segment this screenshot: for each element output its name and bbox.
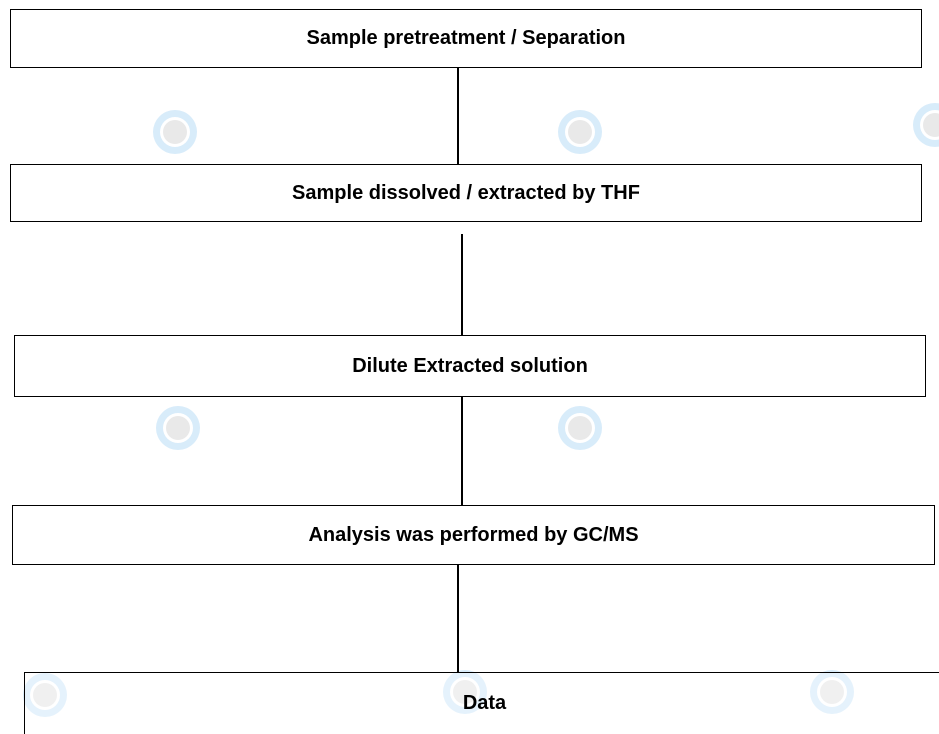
step-label: Data: [462, 692, 507, 714]
connector-line: [461, 234, 463, 335]
connector-line: [457, 68, 459, 164]
connector-line: [461, 397, 463, 505]
connector-line: [457, 565, 459, 672]
step-sample-pretreatment: Sample pretreatment / Separation: [10, 9, 922, 68]
step-dilute: Dilute Extracted solution: [14, 335, 926, 397]
step-dissolve-extract: Sample dissolved / extracted by THF: [10, 164, 922, 222]
watermark-logo: [913, 103, 939, 147]
step-label: Sample dissolved / extracted by THF: [292, 181, 640, 204]
step-analysis: Analysis was performed by GC/MS: [12, 505, 935, 565]
watermark-logo: [156, 406, 200, 450]
step-label: Dilute Extracted solution: [352, 354, 588, 377]
step-label: Sample pretreatment / Separation: [306, 27, 626, 49]
watermark-logo: [558, 110, 602, 154]
watermark-logo: [558, 406, 602, 450]
step-data: Data: [24, 672, 939, 734]
watermark-logo: [153, 110, 197, 154]
step-label: Analysis was performed by GC/MS: [308, 523, 639, 546]
